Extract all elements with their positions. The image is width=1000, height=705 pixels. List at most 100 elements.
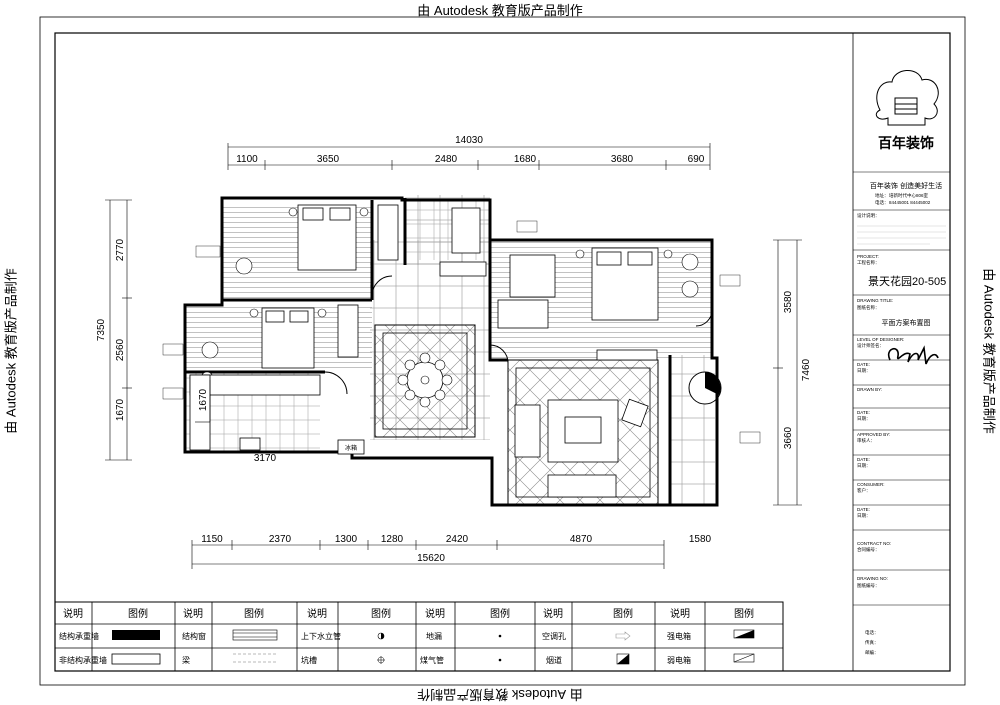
contract-cn: 合同编号： bbox=[857, 546, 880, 553]
legend-symbol-beam bbox=[233, 653, 277, 663]
dim-bottom-4: 1280 bbox=[381, 534, 404, 545]
dim-bottom-7: 1580 bbox=[689, 534, 712, 545]
legend-symbol-pit bbox=[377, 656, 385, 664]
approved-cn: 审核人： bbox=[857, 437, 875, 444]
legend-label-1: 结构承重墙 bbox=[59, 631, 99, 641]
legend-symbol-strong-box bbox=[733, 629, 755, 639]
drawing-title: 平面方案布置图 bbox=[882, 318, 931, 327]
dim-top-4: 1680 bbox=[514, 154, 537, 165]
date1-cn: 日期： bbox=[857, 368, 871, 374]
dim-top-2: 3650 bbox=[317, 154, 340, 165]
designer-signature bbox=[887, 345, 939, 365]
phone-label: 电话： bbox=[875, 199, 889, 206]
legend-h-desc-2: 说明 bbox=[183, 607, 203, 620]
sofa-left bbox=[514, 404, 541, 458]
legend-label-8: 煤气管 bbox=[420, 655, 444, 665]
dim-top-3: 2480 bbox=[435, 154, 458, 165]
legend-symbol-solid-wall bbox=[112, 630, 160, 640]
project-name: 景天花园20-505 bbox=[868, 275, 946, 288]
drawing-no-cn: 图纸编号： bbox=[857, 582, 880, 589]
date3-en: DATE: bbox=[857, 457, 870, 462]
project-en: PROJECT: bbox=[857, 254, 879, 259]
legend-label-3: 结构窗 bbox=[182, 631, 206, 641]
consumer-en: CONSUMER: bbox=[857, 482, 885, 487]
dim-bottom-5: 2420 bbox=[446, 534, 469, 545]
date4-en: DATE: bbox=[857, 507, 870, 512]
dim-left-3: 1670 bbox=[115, 398, 126, 421]
date1-en: DATE: bbox=[857, 362, 870, 367]
coffee-table bbox=[564, 416, 602, 444]
dim-bottom-6: 4870 bbox=[570, 534, 593, 545]
floor-plan: 冰箱 bbox=[162, 195, 761, 507]
dim-left-1: 2770 bbox=[115, 238, 126, 261]
legend-h-sym-5: 图例 bbox=[613, 607, 633, 620]
dim-top-total: 14030 bbox=[455, 135, 483, 146]
email-label: 邮编： bbox=[865, 649, 879, 656]
dim-bottom-1: 1150 bbox=[201, 534, 223, 545]
drawing-title-cn: 图纸名称： bbox=[857, 304, 880, 311]
legend-table: 说明 图例 说明 图例 说明 图例 说明 图例 说明 图例 说明 图例 结构承重… bbox=[54, 601, 784, 672]
dim-bottom-2: 2370 bbox=[269, 534, 292, 545]
legend-h-sym-3: 图例 bbox=[371, 607, 391, 620]
legend-label-11: 强电箱 bbox=[667, 631, 691, 641]
dim-right-total: 7460 bbox=[801, 358, 812, 381]
legend-symbol-weak-box bbox=[733, 653, 755, 663]
legend-label-2: 非结构承重墙 bbox=[59, 655, 107, 665]
legend-symbol-gas-pipe bbox=[498, 658, 502, 662]
dim-bottom-3: 1300 bbox=[335, 534, 358, 545]
legend-label-4: 梁 bbox=[182, 656, 190, 665]
phone-value: 84445001 84445002 bbox=[889, 200, 931, 205]
outer-border bbox=[39, 16, 966, 686]
legend-symbol-flue bbox=[616, 653, 630, 665]
notes-header: 设计说明： bbox=[857, 212, 880, 219]
legend-label-9: 空调孔 bbox=[542, 631, 566, 641]
legend-h-desc-3: 说明 bbox=[307, 607, 327, 620]
legend-h-sym-2: 图例 bbox=[244, 607, 264, 620]
tel-label: 电话： bbox=[865, 629, 879, 636]
legend-h-desc-6: 说明 bbox=[670, 607, 690, 620]
date3-cn: 日期： bbox=[857, 463, 871, 469]
dim-left-2: 2560 bbox=[115, 338, 126, 361]
address-label: 地址： bbox=[875, 192, 889, 198]
fridge bbox=[337, 439, 365, 455]
dim-top-5: 3680 bbox=[611, 154, 634, 165]
legend-symbol-riser-pipe bbox=[377, 632, 385, 640]
project-cn: 工程名称： bbox=[857, 259, 880, 266]
contract-en: CONTRACT NO: bbox=[857, 541, 891, 546]
legend-symbol-floor-drain bbox=[498, 634, 502, 638]
dim-left-total: 7350 bbox=[96, 318, 107, 341]
legend-h-desc-5: 说明 bbox=[543, 607, 563, 620]
company-slogan: 百年装饰 创造美好生活 bbox=[870, 181, 942, 190]
dim-inner-width: 3170 bbox=[254, 453, 277, 464]
date2-cn: 日期： bbox=[857, 416, 871, 422]
legend-symbol-ac-hole bbox=[615, 631, 631, 641]
date4-cn: 日期： bbox=[857, 513, 871, 519]
outer-wall bbox=[183, 196, 719, 507]
legend-h-sym-4: 图例 bbox=[490, 607, 510, 620]
watermark-top: 由 Autodesk 教育版产品制作 bbox=[417, 3, 583, 18]
legend-h-desc-4: 说明 bbox=[425, 607, 445, 620]
address-value: 培新时代中心806室 bbox=[889, 192, 929, 199]
dim-bottom-total: 15620 bbox=[417, 553, 445, 564]
drawing-title-en: DRAWING TITLE: bbox=[857, 298, 893, 303]
legend-label-5: 上下水立管 bbox=[301, 631, 341, 641]
drawn-en: DRAWN BY: bbox=[857, 387, 882, 392]
drawing-no-en: DRAWING NO: bbox=[857, 576, 888, 581]
company-name: 百年装饰 bbox=[878, 135, 934, 152]
sofa-bottom bbox=[547, 474, 617, 498]
legend-label-10: 烟道 bbox=[546, 655, 562, 665]
dim-inner-height: 1670 bbox=[198, 388, 209, 411]
legend-symbol-hollow-wall bbox=[111, 653, 161, 665]
designer-cn: 设计师签名： bbox=[857, 342, 884, 349]
chair-master bbox=[509, 254, 556, 298]
fridge-label: 冰箱 bbox=[345, 444, 357, 452]
company-logo bbox=[875, 70, 939, 126]
approved-en: APPROVED BY: bbox=[857, 432, 890, 437]
dim-top-6: 690 bbox=[688, 154, 705, 165]
legend-label-6: 坑槽 bbox=[301, 655, 317, 665]
dim-right-2: 3660 bbox=[783, 426, 794, 449]
date2-en: DATE: bbox=[857, 410, 870, 415]
title-block: 百年装饰 百年装饰 创造美好生活 地址： 培新时代中心806室 电话： 8444… bbox=[852, 33, 950, 671]
legend-h-sym-6: 图例 bbox=[734, 607, 754, 620]
dim-top-1: 1100 bbox=[236, 154, 258, 165]
